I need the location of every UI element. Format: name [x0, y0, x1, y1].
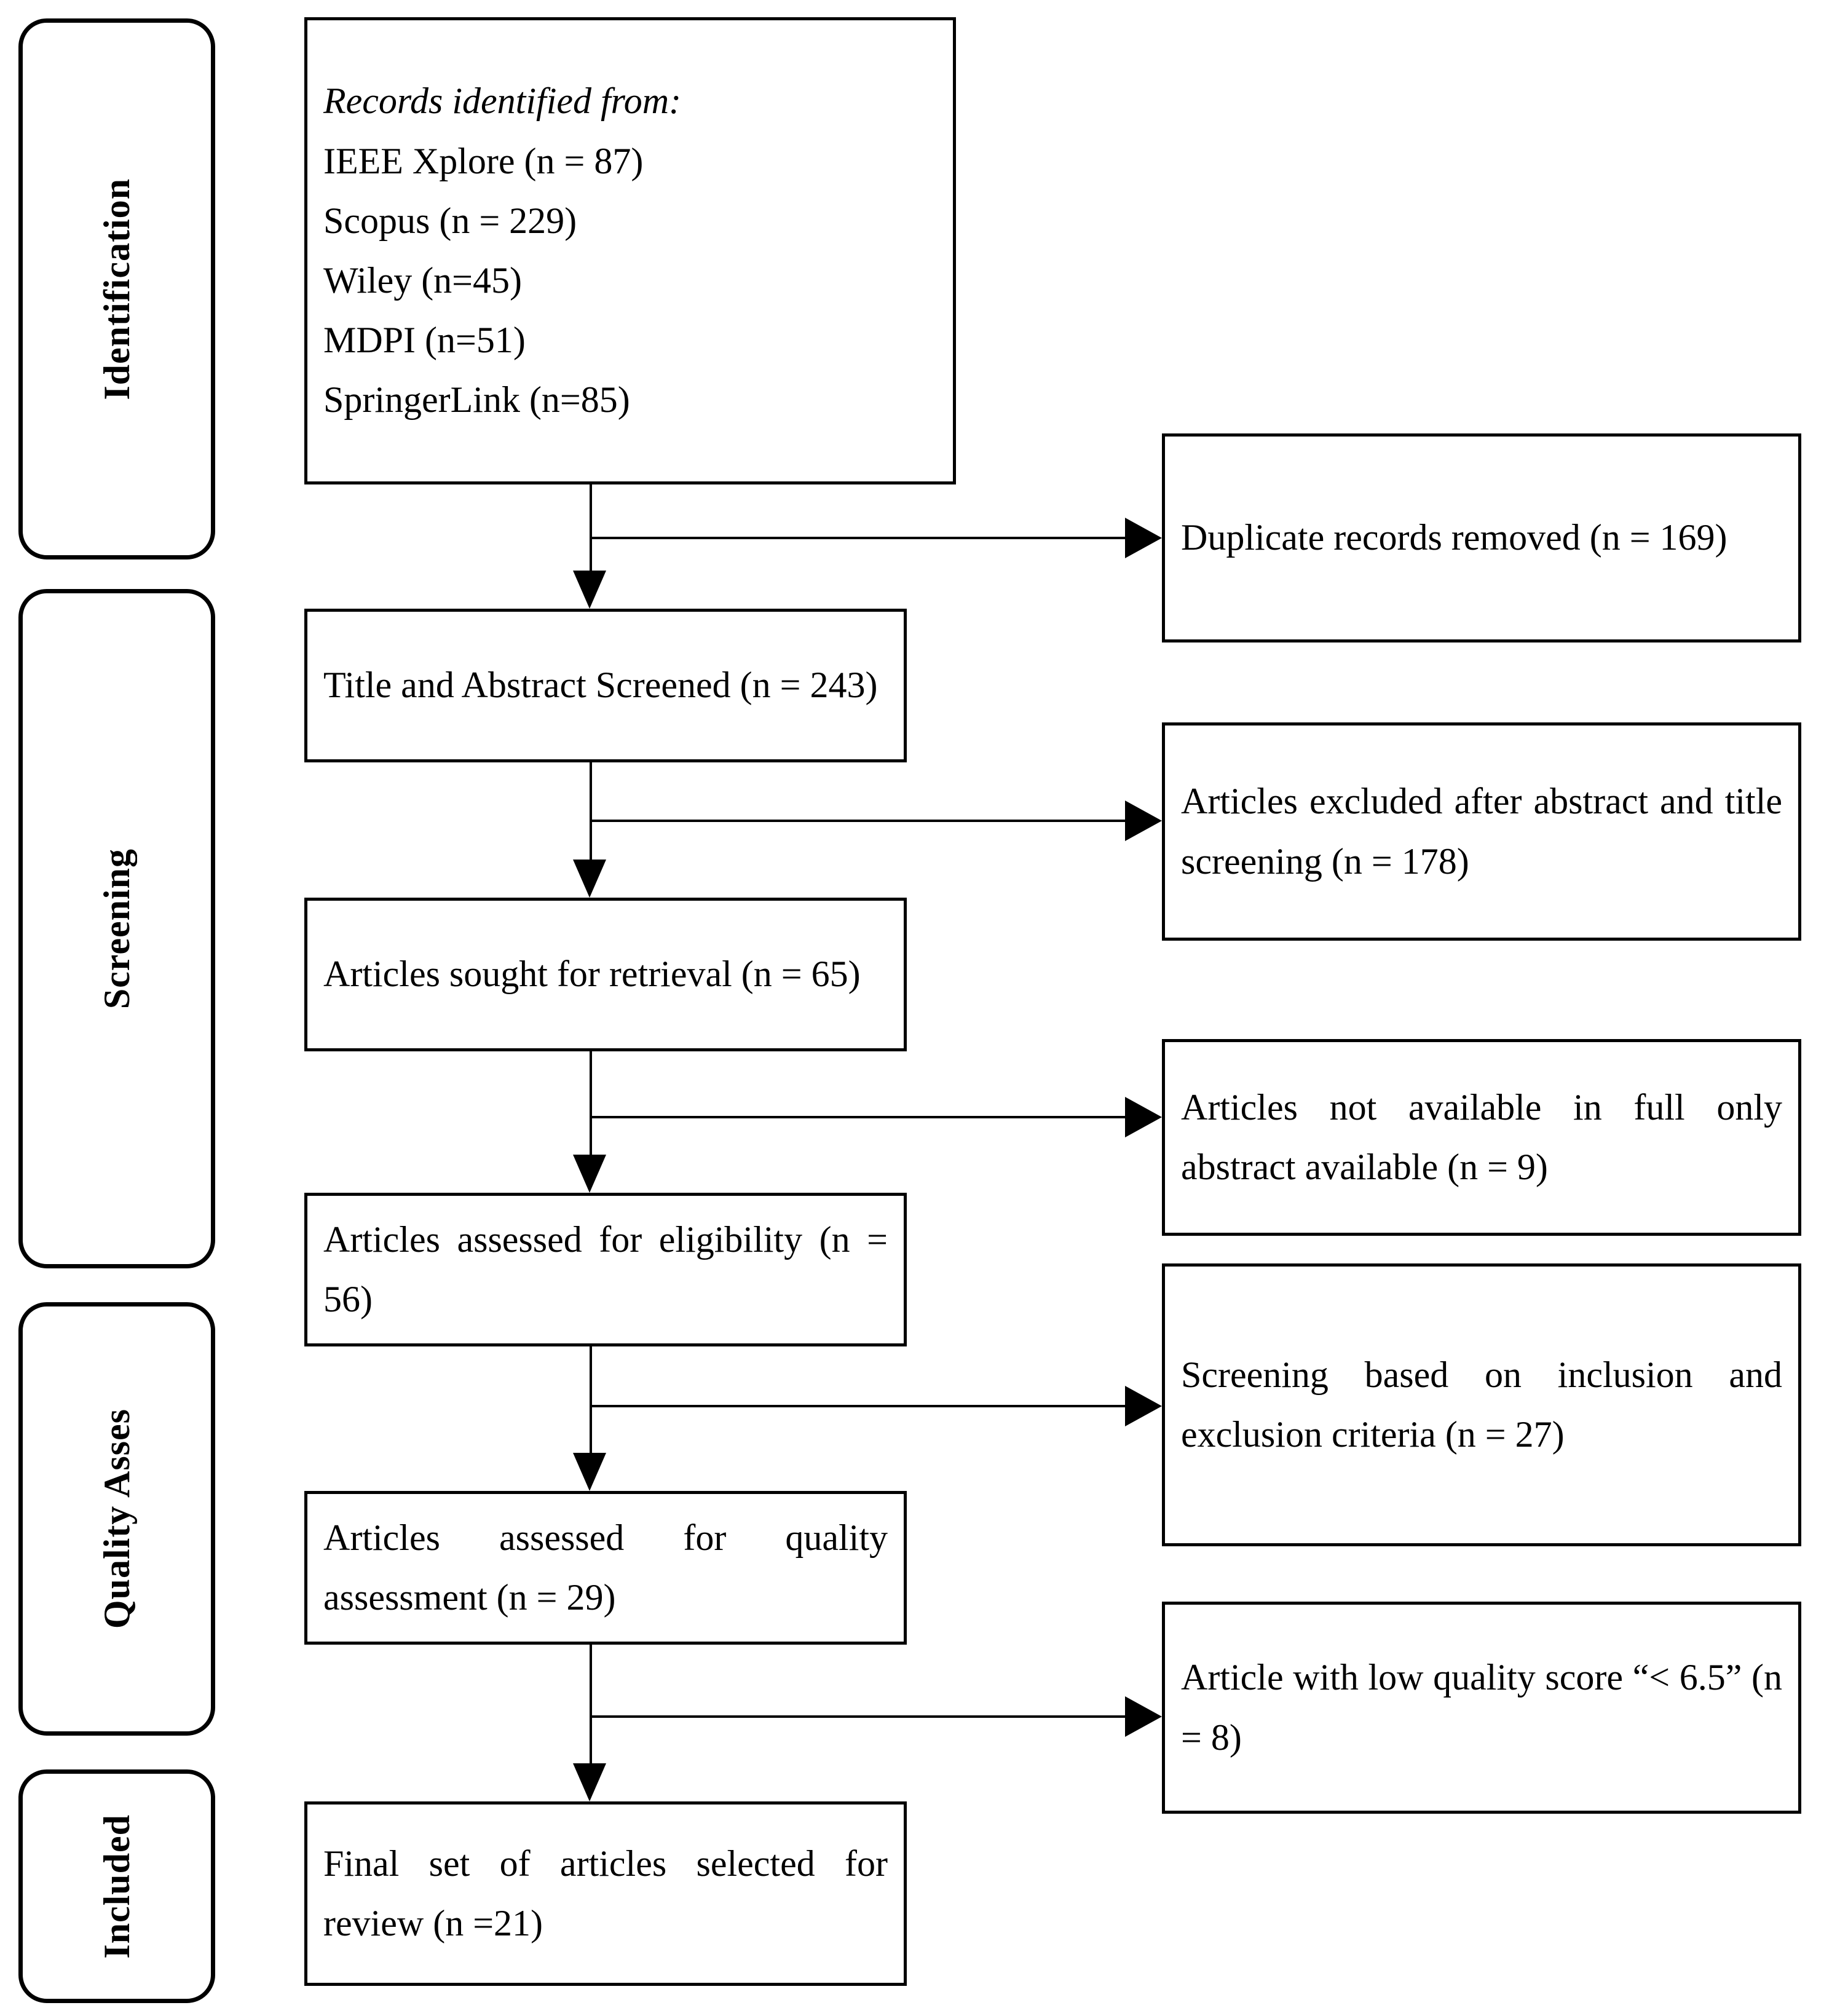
box-articles-not-available-full: Articles not available in full only abst… — [1162, 1039, 1801, 1236]
stage-label-identification: Identification — [97, 178, 137, 400]
box-articles-excluded-abstract-title: Articles excluded after abstract and tit… — [1162, 722, 1801, 941]
source-mdpi: MDPI (n=51) — [323, 320, 526, 361]
box-title-abstract-screened: Title and Abstract Screened (n = 243) — [304, 609, 907, 762]
records-identified-heading: Records identified from: — [323, 81, 682, 122]
articles-excluded-abstract-title-text: Articles excluded after abstract and tit… — [1181, 781, 1782, 882]
arrowhead-right-2 — [1125, 800, 1162, 841]
box-articles-sought-retrieval: Articles sought for retrieval (n = 65) — [304, 898, 907, 1051]
connector-vertical-4 — [590, 1346, 592, 1454]
source-wiley: Wiley (n=45) — [323, 260, 522, 301]
box-articles-assessed-eligibility: Articles assessed for eligibility (n = 5… — [304, 1193, 907, 1346]
connector-horizontal-2 — [590, 820, 1140, 822]
connector-horizontal-3 — [590, 1116, 1140, 1118]
stage-label-included: Included — [97, 1814, 137, 1959]
arrowhead-right-3 — [1125, 1097, 1162, 1137]
articles-not-available-full-text: Articles not available in full only abst… — [1181, 1086, 1782, 1187]
final-set-articles-text: Final set of articles selected for revie… — [323, 1843, 888, 1943]
connector-vertical-2 — [590, 762, 592, 861]
connector-vertical-1 — [590, 484, 592, 572]
stage-box-identification: Identification — [18, 18, 215, 559]
stage-label-screening: Screening — [97, 848, 137, 1010]
stage-box-included: Included — [18, 1769, 215, 2003]
box-screening-inclusion-exclusion: Screening based on inclusion and exclusi… — [1162, 1263, 1801, 1546]
stage-box-screening: Screening — [18, 589, 215, 1268]
connector-vertical-3 — [590, 1051, 592, 1156]
arrowhead-down-4 — [573, 1453, 606, 1491]
arrowhead-down-2 — [573, 860, 606, 898]
records-identified-text: Records identified from: IEEE Xplore (n … — [307, 71, 953, 430]
articles-assessed-quality-text: Articles assessed for quality assessment… — [323, 1517, 888, 1618]
box-duplicate-records-removed: Duplicate records removed (n = 169) — [1162, 433, 1801, 642]
connector-vertical-5 — [590, 1645, 592, 1765]
article-low-quality-score-text: Article with low quality score “< 6.5” (… — [1181, 1657, 1782, 1758]
box-final-set-articles: Final set of articles selected for revie… — [304, 1801, 907, 1986]
source-ieee-xplore: IEEE Xplore (n = 87) — [323, 140, 644, 181]
articles-sought-retrieval-text: Articles sought for retrieval (n = 65) — [323, 954, 861, 995]
arrowhead-right-1 — [1125, 518, 1162, 558]
arrowhead-down-5 — [573, 1763, 606, 1801]
arrowhead-down-1 — [573, 571, 606, 609]
box-records-identified: Records identified from: IEEE Xplore (n … — [304, 17, 956, 484]
box-articles-assessed-quality: Articles assessed for quality assessment… — [304, 1491, 907, 1645]
source-springerlink: SpringerLink (n=85) — [323, 379, 630, 421]
articles-assessed-eligibility-text: Articles assessed for eligibility (n = 5… — [323, 1219, 888, 1319]
connector-horizontal-4 — [590, 1405, 1140, 1407]
duplicate-records-removed-text: Duplicate records removed (n = 169) — [1181, 517, 1728, 558]
connector-horizontal-5 — [590, 1715, 1140, 1718]
screening-inclusion-exclusion-text: Screening based on inclusion and exclusi… — [1181, 1354, 1782, 1455]
box-article-low-quality-score: Article with low quality score “< 6.5” (… — [1162, 1602, 1801, 1814]
arrowhead-down-3 — [573, 1155, 606, 1193]
connector-horizontal-1 — [590, 537, 1140, 539]
title-abstract-screened-text: Title and Abstract Screened (n = 243) — [323, 665, 878, 706]
source-scopus: Scopus (n = 229) — [323, 200, 577, 241]
stage-label-quality-assessment: Quality Asses — [97, 1409, 137, 1629]
arrowhead-right-4 — [1125, 1386, 1162, 1426]
arrowhead-right-5 — [1125, 1696, 1162, 1737]
stage-box-quality-assessment: Quality Asses — [18, 1302, 215, 1736]
